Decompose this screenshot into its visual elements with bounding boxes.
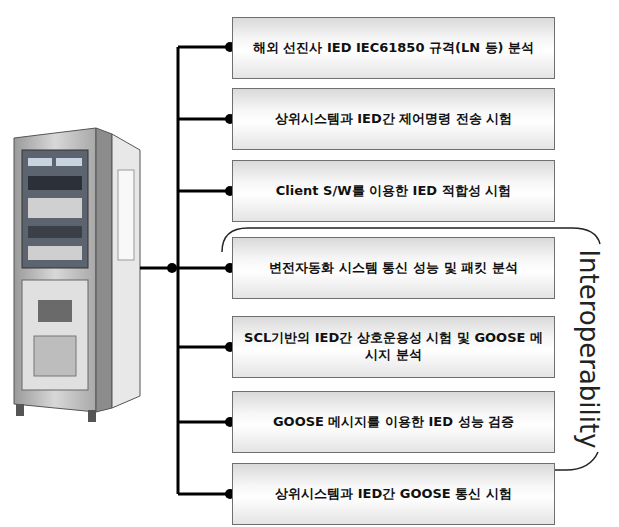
interoperability-bracket (222, 228, 600, 470)
trunk-line (177, 47, 180, 494)
branch-line (178, 346, 232, 349)
junction-dot (167, 263, 177, 273)
device (28, 176, 82, 190)
box-text: 변전자동화 시스템 통신 성능 및 패킷 분석 (269, 260, 517, 277)
box-text: 상위시스템과 IED간 제어명령 전송 시험 (275, 111, 513, 128)
process-box: 상위시스템과 IED간 GOOSE 통신 시험 (232, 463, 555, 525)
cabinet-door (112, 134, 140, 408)
cabinet-side (96, 128, 112, 412)
box-text: 해외 선진사 IED IEC61850 규격(LN 등) 분석 (253, 40, 534, 57)
cabinet-foot (88, 410, 96, 422)
device (34, 336, 76, 376)
process-box: Client S/W를 이용한 IED 적합성 시험 (232, 160, 555, 222)
device (28, 226, 82, 238)
device (56, 158, 82, 166)
process-box: 해외 선진사 IED IEC61850 규격(LN 등) 분석 (232, 17, 555, 79)
box-text: Client S/W를 이용한 IED 적합성 시험 (276, 183, 511, 200)
device (38, 300, 72, 322)
process-box: SCL기반의 IED간 상호운용성 시험 및 GOOSE 메시지 분석 (232, 316, 555, 378)
process-box: 변전자동화 시스템 통신 성능 및 패킷 분석 (232, 237, 555, 299)
branch-line (178, 46, 232, 49)
branch-line (178, 190, 232, 193)
box-text: SCL기반의 IED간 상호운용성 시험 및 GOOSE 메시지 분석 (243, 330, 544, 364)
cabinet-illustration (14, 128, 140, 422)
cabinet-panel (22, 150, 88, 268)
process-box: GOOSE 메시지를 이용한 IED 성능 검증 (232, 391, 555, 453)
device (28, 198, 82, 218)
vertical-label: Interoperability (574, 249, 604, 448)
tree-lines (140, 47, 232, 494)
dots (167, 42, 235, 499)
branch-line (178, 421, 232, 424)
door-window (118, 170, 134, 260)
branch-line (178, 493, 232, 496)
process-box: 상위시스템과 IED간 제어명령 전송 시험 (232, 88, 555, 150)
device (28, 246, 82, 260)
branch-line (178, 267, 232, 270)
box-text: 상위시스템과 IED간 GOOSE 통신 시험 (275, 486, 512, 503)
device (28, 158, 52, 166)
cabinet-body (14, 128, 96, 412)
cabinet-lower (22, 280, 88, 390)
branch-line (178, 118, 232, 121)
cabinet-foot (16, 404, 24, 416)
box-text: GOOSE 메시지를 이용한 IED 성능 검증 (273, 414, 514, 431)
